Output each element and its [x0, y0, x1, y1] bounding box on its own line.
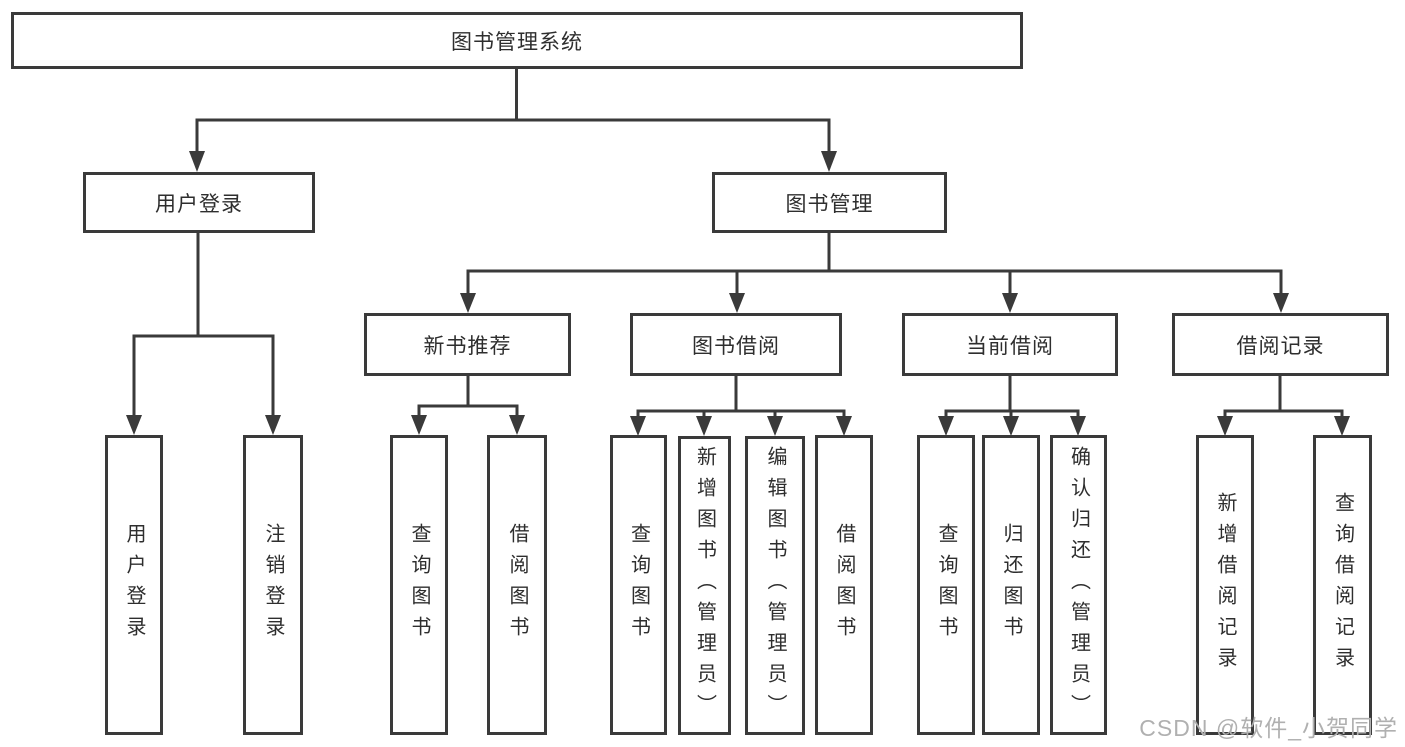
node-borrow-records-label: 借阅记录: [1236, 334, 1325, 358]
leaf-borrow-books-label: 借阅图书: [833, 523, 855, 647]
node-book-management-label: 图书管理: [785, 192, 874, 216]
arrow-down-icon: [696, 416, 712, 436]
leaf-return-book-label: 归还图书: [1000, 523, 1022, 647]
arrow-down-icon: [630, 416, 646, 436]
node-borrow-records: 借阅记录: [1172, 313, 1389, 376]
node-current-borrow-label: 当前借阅: [966, 334, 1054, 358]
arrow-down-icon: [1003, 416, 1019, 436]
arrow-down-icon: [189, 151, 205, 172]
leaf-user-login: 用户登录: [105, 435, 163, 735]
leaf-borrow-books-recommend-label: 借阅图书: [506, 523, 528, 647]
node-current-borrow: 当前借阅: [902, 313, 1118, 376]
arrow-down-icon: [1070, 416, 1086, 436]
arrow-down-icon: [265, 415, 281, 435]
leaf-query-books-borrow: 查询图书: [610, 435, 667, 735]
arrow-down-icon: [460, 293, 476, 313]
leaf-logout-label: 注销登录: [262, 523, 284, 647]
leaf-confirm-return-admin-label: 确认归还（管理员）: [1067, 445, 1090, 725]
leaf-return-book: 归还图书: [982, 435, 1040, 735]
arrow-down-icon: [836, 416, 852, 436]
arrow-down-icon: [821, 151, 837, 172]
arrow-down-icon: [767, 416, 783, 436]
csdn-watermark: CSDN @软件_小贺同学: [1139, 715, 1398, 741]
arrow-down-icon: [1273, 293, 1289, 313]
leaf-confirm-return-admin: 确认归还（管理员）: [1050, 435, 1107, 735]
arrow-down-icon: [1334, 416, 1350, 436]
node-user-login: 用户登录: [83, 172, 315, 233]
leaf-edit-book-admin: 编辑图书（管理员）: [745, 436, 805, 735]
arrow-down-icon: [509, 415, 525, 435]
leaf-query-borrow-record: 查询借阅记录: [1313, 435, 1372, 735]
arrow-down-icon: [938, 416, 954, 436]
leaf-add-book-admin-label: 新增图书（管理员）: [693, 446, 716, 725]
leaf-borrow-books: 借阅图书: [815, 435, 873, 735]
leaf-borrow-books-recommend: 借阅图书: [487, 435, 547, 735]
node-root-system: 图书管理系统: [11, 12, 1023, 69]
node-root-system-label: 图书管理系统: [451, 30, 583, 54]
leaf-query-books-recommend-label: 查询图书: [408, 523, 430, 647]
leaf-logout: 注销登录: [243, 435, 303, 735]
arrow-down-icon: [1002, 293, 1018, 313]
leaf-query-books-recommend: 查询图书: [390, 435, 448, 735]
leaf-query-books-current-label: 查询图书: [935, 523, 957, 647]
node-book-borrow-label: 图书借阅: [692, 334, 780, 358]
node-book-management: 图书管理: [712, 172, 947, 233]
leaf-edit-book-admin-label: 编辑图书（管理员）: [764, 446, 786, 725]
node-book-borrow: 图书借阅: [630, 313, 842, 376]
leaf-query-borrow-record-label: 查询借阅记录: [1331, 492, 1354, 678]
connector-paths: [132, 69, 1344, 418]
leaf-query-books-current: 查询图书: [917, 435, 975, 735]
arrow-down-icon: [729, 293, 745, 313]
node-user-login-label: 用户登录: [155, 192, 243, 216]
arrowhead-icons: [126, 151, 1350, 436]
leaf-query-books-borrow-label: 查询图书: [627, 523, 650, 647]
node-new-book-recommend: 新书推荐: [364, 313, 571, 376]
node-new-book-recommend-label: 新书推荐: [423, 334, 512, 358]
arrow-down-icon: [1217, 416, 1233, 436]
arrow-down-icon: [411, 415, 427, 435]
arrow-down-icon: [126, 415, 142, 435]
leaf-user-login-label: 用户登录: [123, 523, 145, 647]
leaf-add-borrow-record-label: 新增借阅记录: [1214, 492, 1236, 678]
leaf-add-borrow-record: 新增借阅记录: [1196, 435, 1254, 735]
leaf-add-book-admin: 新增图书（管理员）: [678, 436, 731, 735]
